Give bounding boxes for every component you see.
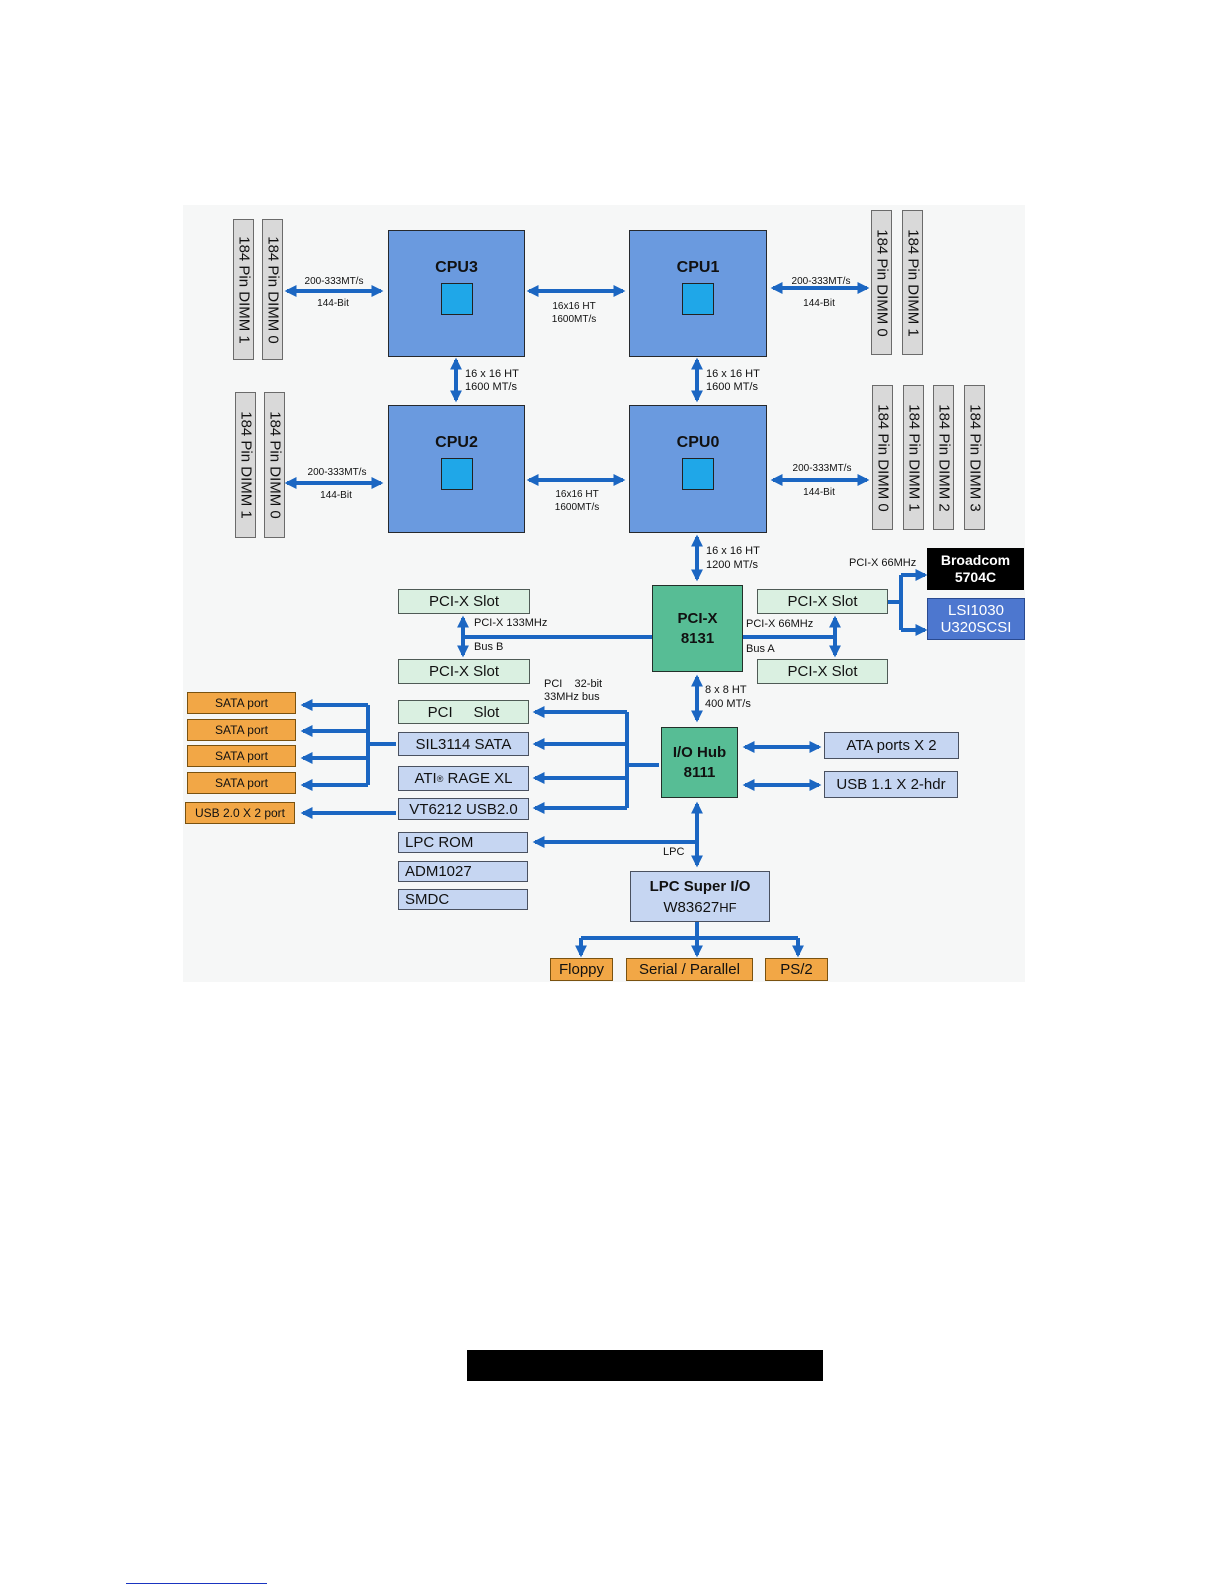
cpu3-die	[440, 283, 473, 315]
ht-left-width: 16 x 16 HT	[465, 368, 519, 380]
cpu2-die	[440, 458, 473, 490]
cpu1-mem-rate: 200-333MT/s	[791, 276, 851, 287]
lsi1030-scsi: LSI1030 U320SCSI	[927, 598, 1025, 640]
ht-pcix-width: 16 x 16 HT	[706, 545, 760, 557]
ht-bottom-rate: 1600MT/s	[554, 502, 600, 513]
ht-right-rate: 1600 MT/s	[706, 381, 758, 393]
cpu2-label: CPU2	[435, 434, 478, 451]
superio-line2: W83627HF	[663, 898, 737, 916]
sil3114-sata: SIL3114 SATA	[398, 732, 529, 756]
cpu0-dimm-0: 184 Pin DIMM 0	[872, 385, 893, 530]
bus-connections	[284, 282, 928, 958]
cpu0-label: CPU0	[676, 434, 720, 451]
cpu1-label: CPU1	[676, 259, 720, 276]
ht-iohub-rate: 400 MT/s	[705, 698, 751, 710]
cpu3-mem-rate: 200-333MT/s	[304, 276, 364, 287]
lsi-line2: U320SCSI	[940, 619, 1012, 636]
bus-a-name: Bus A	[746, 643, 775, 655]
io-hub-line1: I/O Hub	[672, 743, 727, 761]
cpu3-label: CPU3	[435, 259, 478, 276]
broadcom-5704c: Broadcom 5704C	[927, 548, 1024, 590]
ht-top-width: 16x16 HT	[552, 301, 596, 312]
cpu2-dimm-1: 184 Pin DIMM 1	[235, 392, 256, 538]
ht-pcix-rate: 1200 MT/s	[706, 559, 758, 571]
pcix-slot-a-top: PCI-X Slot	[757, 589, 888, 614]
broadcom-line1: Broadcom	[940, 552, 1011, 568]
cpu3-mem-width: 144-Bit	[317, 298, 349, 309]
cpu1-mem-width: 144-Bit	[803, 298, 835, 309]
serial-parallel-port: Serial / Parallel	[626, 958, 753, 981]
cpu0-dimm-1: 184 Pin DIMM 1	[903, 385, 924, 530]
lpc-rom: LPC ROM	[398, 832, 528, 853]
ps2-port: PS/2	[765, 958, 828, 981]
lpc-bus-label: LPC	[663, 846, 685, 858]
cpu1-dimm-0: 184 Pin DIMM 0	[871, 210, 892, 355]
pcix-slot-b-bottom: PCI-X Slot	[398, 659, 530, 684]
pci-bus-line1: PCI 32-bit	[544, 678, 603, 690]
ht-top-rate: 1600MT/s	[551, 314, 597, 325]
pcix-chip-line1: PCI-X	[677, 609, 718, 627]
bus-a-speed: PCI-X 66MHz	[746, 618, 814, 630]
vt6212-usb: VT6212 USB2.0	[398, 798, 529, 820]
cpu0-dimm-3: 184 Pin DIMM 3	[964, 385, 985, 530]
lsi-line1: LSI1030	[948, 602, 1004, 619]
cpu0-mem-width: 144-Bit	[803, 487, 835, 498]
ht-iohub-width: 8 x 8 HT	[705, 684, 747, 696]
cpu2-dimm-0: 184 Pin DIMM 0	[264, 392, 285, 538]
cpu3-dimm-1: 184 Pin DIMM 1	[233, 219, 254, 360]
io-hub-line2: 8111	[683, 763, 716, 781]
cpu2-mem-width: 144-Bit	[320, 490, 352, 501]
superio-line1: LPC Super I/O	[649, 877, 751, 895]
sata-port-1: SATA port	[187, 692, 296, 714]
sata-port-4: SATA port	[187, 772, 296, 794]
nic-bus-speed: PCI-X 66MHz	[849, 557, 917, 569]
ht-left-rate: 1600 MT/s	[465, 381, 517, 393]
cpu0-block: CPU0	[629, 405, 767, 533]
pci-bus-line2: 33MHz bus	[544, 691, 600, 703]
footer-bar	[467, 1350, 823, 1381]
cpu3-block: CPU3	[388, 230, 525, 357]
ati-suffix: RAGE XL	[443, 770, 513, 787]
ati-registered-mark: ®	[436, 773, 444, 784]
pcix-chip-line2: 8131	[680, 629, 715, 647]
sata-port-3: SATA port	[187, 745, 296, 767]
block-diagram: CPU3 CPU1 CPU2 CPU0 184 Pin DIMM 1 184 P…	[183, 205, 1025, 982]
ata-ports: ATA ports X 2	[824, 732, 959, 759]
cpu0-mem-rate: 200-333MT/s	[792, 463, 852, 474]
usb11-header: USB 1.1 X 2-hdr	[824, 771, 958, 798]
bus-b-speed: PCI-X 133MHz	[474, 617, 548, 629]
cpu2-block: CPU2	[388, 405, 525, 533]
ati-prefix: ATI	[414, 770, 437, 787]
pcix-slot-a-bottom: PCI-X Slot	[757, 659, 888, 684]
pcix-8131-chip: PCI-X 8131	[652, 585, 743, 672]
adm1027: ADM1027	[398, 861, 528, 882]
sata-port-2: SATA port	[187, 719, 296, 741]
smdc: SMDC	[398, 889, 528, 910]
pci-slot: PCI Slot	[398, 700, 529, 724]
io-hub-8111: I/O Hub 8111	[661, 727, 738, 798]
pcix-slot-b-top: PCI-X Slot	[398, 589, 530, 614]
usb2-port: USB 2.0 X 2 port	[185, 802, 295, 824]
ati-rage-xl: ATI® RAGE XL	[398, 766, 529, 791]
ht-right-width: 16 x 16 HT	[706, 368, 760, 380]
cpu0-die	[682, 458, 714, 490]
cpu1-block: CPU1	[629, 230, 767, 357]
cpu2-mem-rate: 200-333MT/s	[307, 467, 367, 478]
cpu3-dimm-0: 184 Pin DIMM 0	[262, 219, 283, 360]
cpu1-dimm-1: 184 Pin DIMM 1	[902, 210, 923, 355]
lpc-super-io: LPC Super I/O W83627HF	[630, 871, 770, 922]
cpu0-dimm-2: 184 Pin DIMM 2	[933, 385, 954, 530]
bus-b-name: Bus B	[474, 641, 504, 653]
cpu1-die	[682, 283, 714, 315]
broadcom-line2: 5704C	[954, 569, 997, 585]
ht-bottom-width: 16x16 HT	[555, 489, 599, 500]
footer-link-underline	[126, 1583, 267, 1584]
floppy-port: Floppy	[550, 958, 613, 981]
